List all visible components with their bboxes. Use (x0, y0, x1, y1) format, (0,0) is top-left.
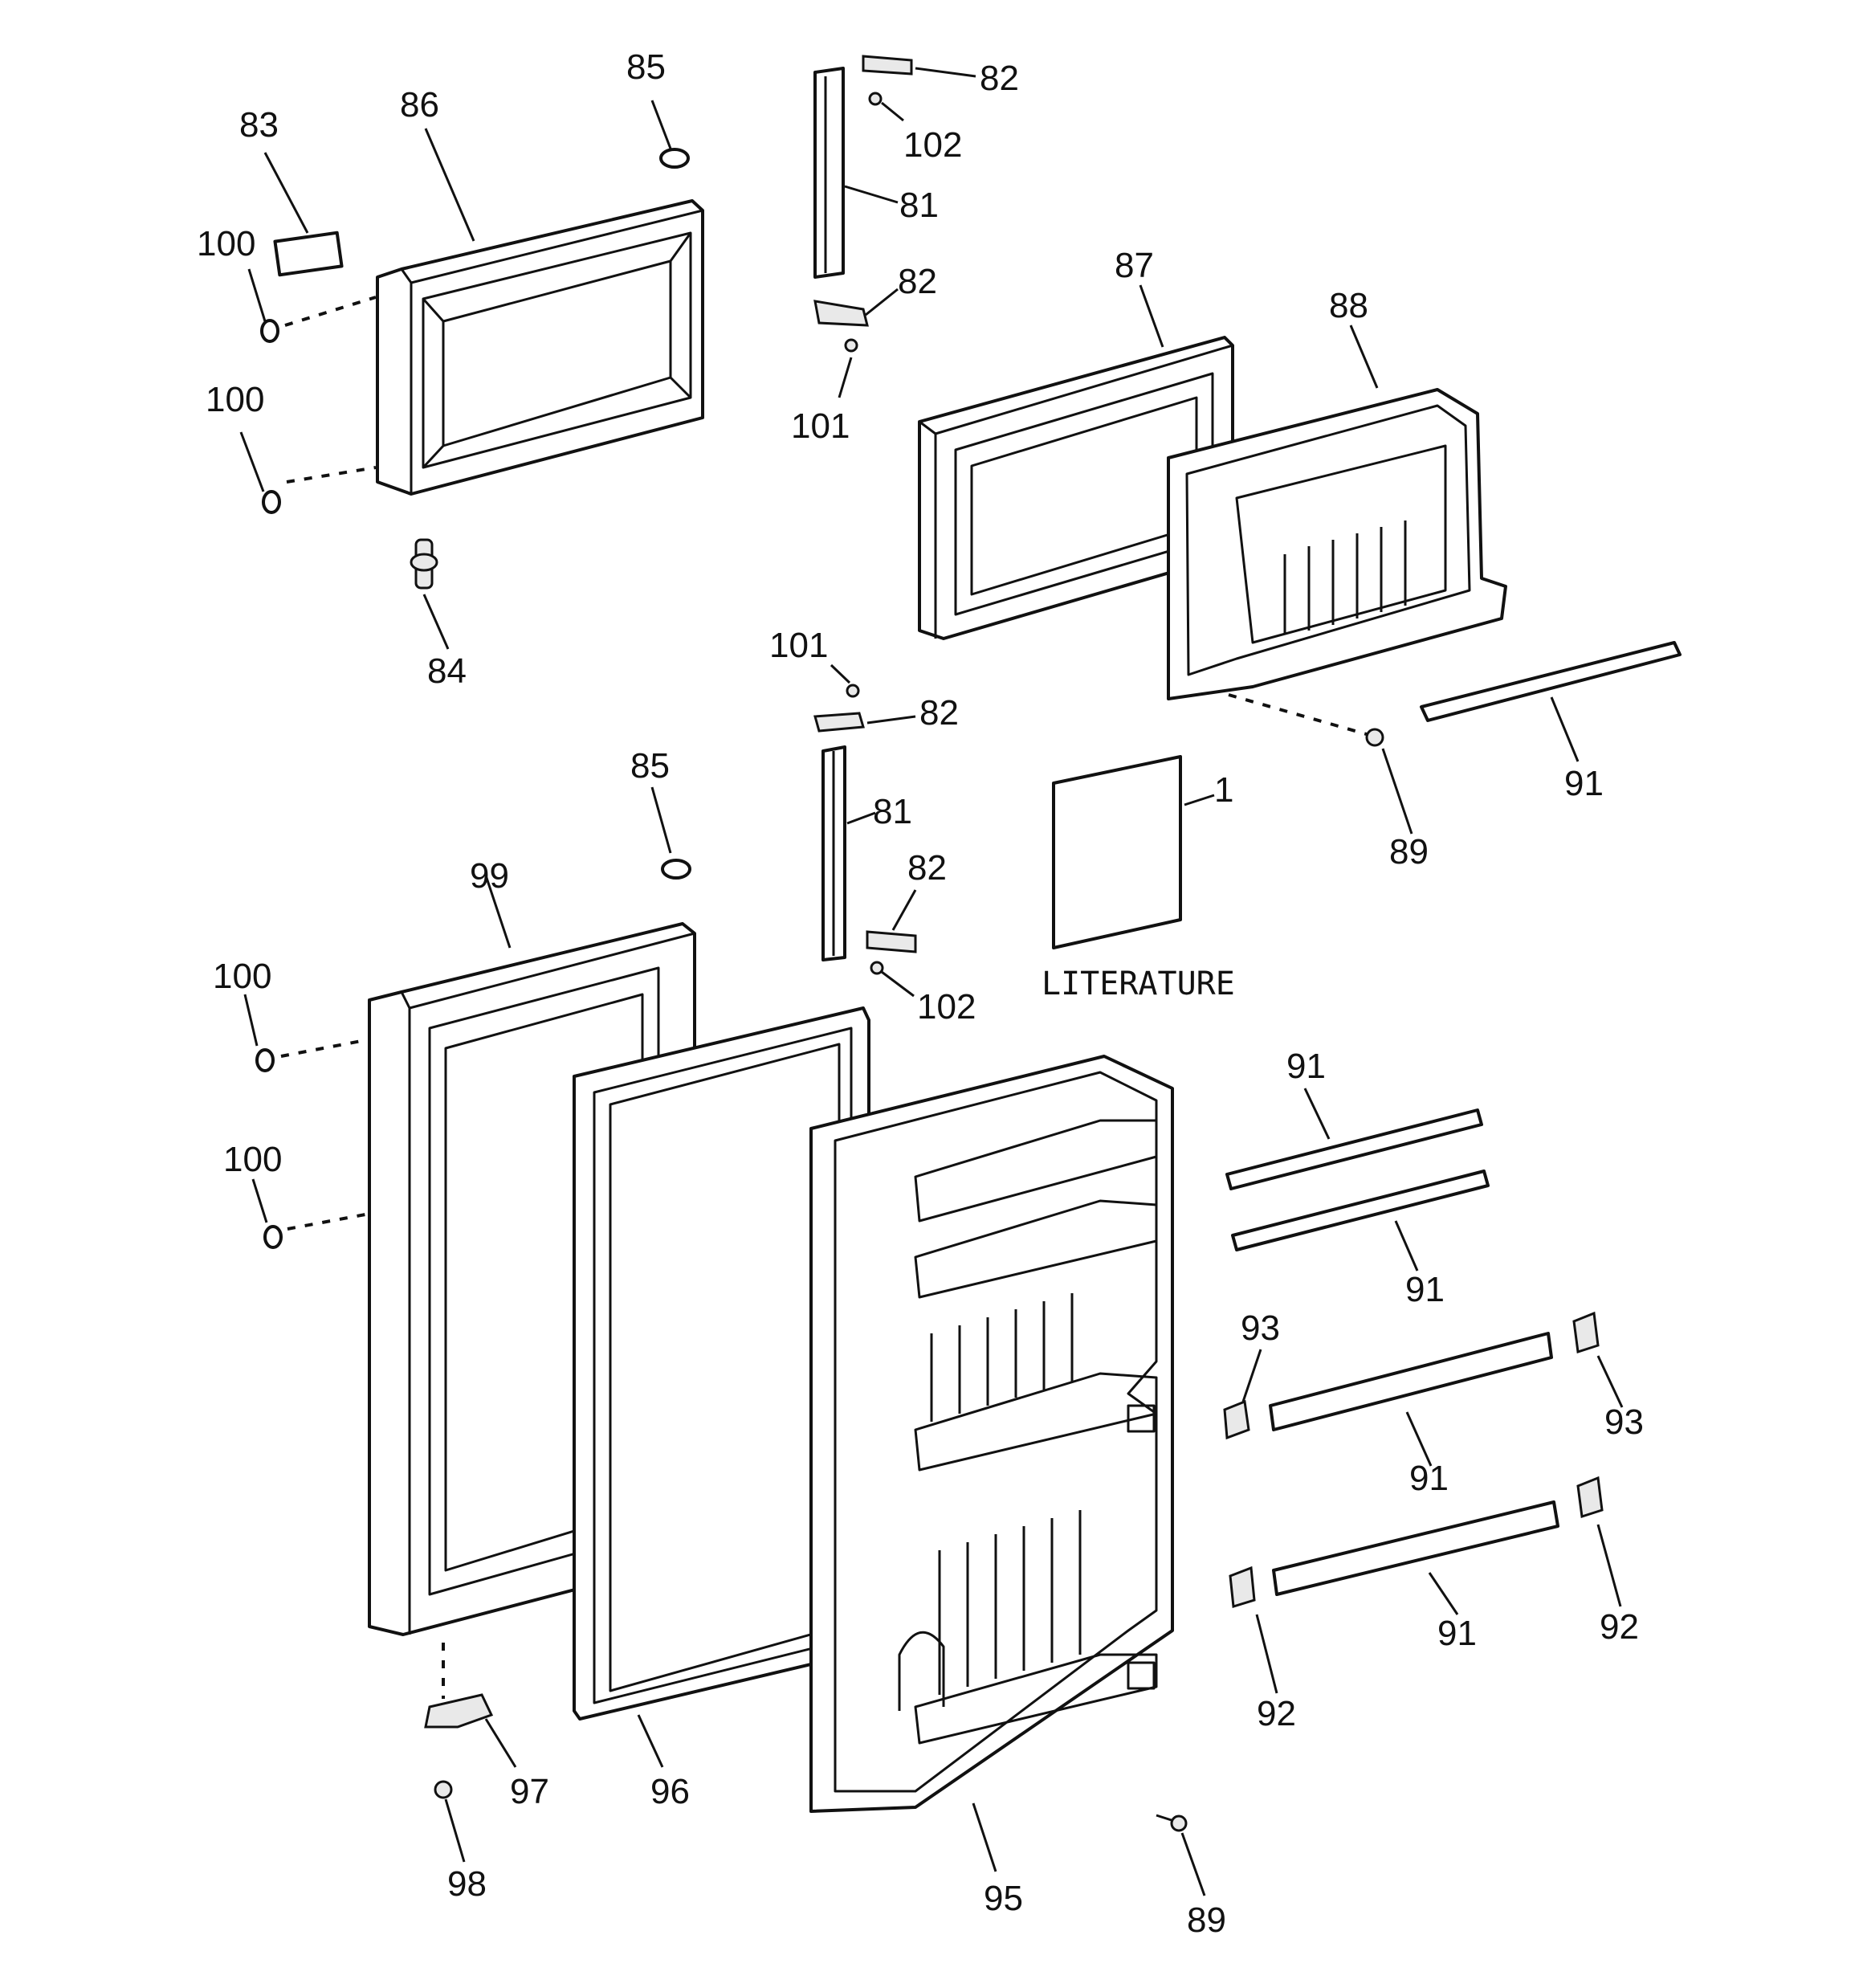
callout-86: 86 (400, 85, 439, 125)
part-95-ribs-upper (930, 1293, 1074, 1422)
part-95-arch (898, 1631, 945, 1711)
part-82-hinge-bracket-b (813, 300, 869, 327)
callout-89-a: 89 (1389, 832, 1429, 872)
callout-83: 83 (239, 105, 279, 145)
part-97-hinge-cover (424, 1693, 494, 1729)
callout-100-b: 100 (206, 380, 264, 419)
callout-92-b: 92 (1600, 1607, 1639, 1647)
callout-82-c: 82 (919, 693, 959, 733)
callout-100-d: 100 (223, 1140, 282, 1179)
literature-label: LITERATURE (1042, 965, 1235, 1002)
part-85-plug-top (659, 148, 690, 169)
callout-101-b: 101 (769, 626, 828, 665)
part-92-clip-a (1229, 1565, 1256, 1608)
part-88-ribs (1283, 520, 1407, 635)
callout-100-a: 100 (197, 224, 255, 263)
dash-89a (1228, 693, 1370, 737)
part-89-screw-b (1156, 1814, 1188, 1832)
callout-97: 97 (510, 1772, 549, 1811)
callout-91-b: 91 (1286, 1047, 1326, 1086)
part-82-hinge-bracket-d (866, 930, 917, 953)
part-82-hinge-bracket-a (862, 55, 913, 76)
part-93-clip-a (1223, 1399, 1250, 1440)
callout-91-e: 91 (1437, 1614, 1477, 1653)
part-101-screw-a (844, 338, 858, 353)
callout-93-a: 93 (1241, 1308, 1280, 1348)
part-100-plug-d (263, 1225, 283, 1249)
part-100-plug-a (260, 319, 279, 343)
part-93-clip-b (1572, 1311, 1600, 1353)
callout-102-a: 102 (903, 125, 962, 165)
part-88-door-liner (1167, 388, 1507, 700)
leader-lines (239, 67, 1624, 1896)
callout-102-b: 102 (917, 987, 976, 1027)
callout-95: 95 (984, 1879, 1023, 1918)
part-91-shelf-rail-a (1225, 1108, 1483, 1190)
part-87-door-panel (918, 336, 1234, 640)
part-81-hinge-bar-bottom (821, 745, 846, 961)
callout-92-a: 92 (1257, 1694, 1296, 1733)
part-100-plug-c (255, 1048, 275, 1072)
callout-88: 88 (1329, 286, 1368, 325)
part-81-hinge-bar-top (813, 67, 845, 279)
callout-87: 87 (1115, 246, 1154, 285)
callout-81-a: 81 (899, 186, 939, 225)
dash-100b (286, 466, 377, 484)
part-86-freezer-door (376, 199, 704, 496)
callout-84: 84 (427, 651, 467, 691)
callout-101-a: 101 (791, 406, 850, 446)
callout-91-a: 91 (1564, 764, 1604, 803)
part-95-door-liner (809, 1055, 1174, 1813)
part-100-plug-b (262, 490, 281, 514)
callout-89-b: 89 (1187, 1900, 1226, 1940)
part-82-hinge-bracket-c (813, 712, 865, 733)
part-84-stop-pin (410, 538, 438, 590)
callout-98: 98 (447, 1864, 487, 1904)
part-101-screw-b (846, 684, 860, 698)
part-91-shelf-rail-b (1231, 1170, 1490, 1251)
callout-82-b: 82 (898, 262, 937, 301)
part-83-nameplate (273, 231, 344, 277)
part-85-plug-bottom (661, 859, 691, 880)
part-102-screw-b (870, 961, 884, 975)
callout-82-a: 82 (980, 59, 1019, 98)
callout-100-c: 100 (213, 957, 271, 996)
part-95-ribs-lower (938, 1510, 1082, 1695)
callout-85-top: 85 (626, 47, 666, 87)
dash-100d (287, 1213, 366, 1231)
callout-91-c: 91 (1405, 1270, 1445, 1309)
callout-96: 96 (650, 1772, 690, 1811)
part-91-shelf-rail-d (1272, 1500, 1559, 1596)
callout-1: 1 (1214, 770, 1233, 810)
part-89-screw-a (1365, 728, 1384, 747)
callout-99: 99 (470, 856, 509, 896)
dash-100a (284, 296, 377, 327)
callout-91-d: 91 (1409, 1459, 1449, 1498)
callout-labels: 83 86 85 100 100 84 82 102 81 82 101 87 … (197, 47, 1644, 1940)
part-102-screw-a (868, 92, 883, 106)
callout-82-d: 82 (907, 848, 947, 888)
part-98-screw (434, 1780, 453, 1799)
part-91-shelf-rail-top (1420, 641, 1682, 722)
callout-85-bottom: 85 (630, 746, 670, 786)
dash-100c (280, 1039, 366, 1058)
part-1-literature-booklet (1052, 755, 1182, 949)
part-92-clip-b (1576, 1476, 1604, 1518)
part-91-shelf-rail-c (1269, 1332, 1553, 1431)
callout-93-b: 93 (1604, 1402, 1644, 1442)
callout-81-b: 81 (873, 792, 912, 831)
